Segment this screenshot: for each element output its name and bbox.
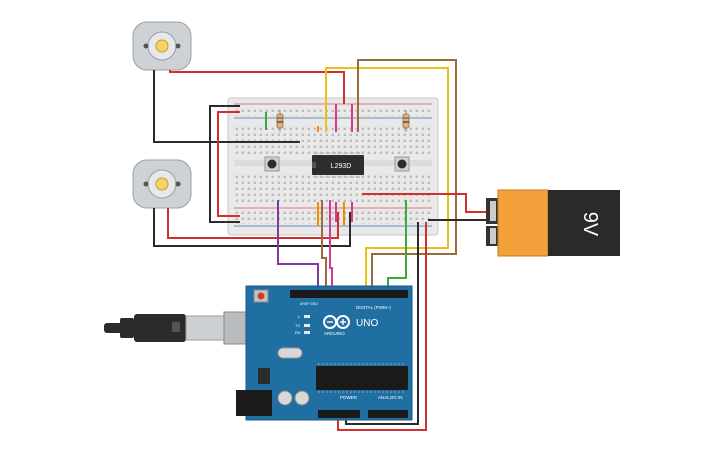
wire-purple[interactable] (277, 200, 319, 296)
usb-cable[interactable] (104, 311, 255, 345)
arduino-logo-icon (323, 315, 350, 329)
ic-label: L293D (331, 163, 352, 170)
arduino-led-l: L (298, 314, 301, 319)
arduino-analog-label: ANALOG IN (378, 395, 403, 400)
wire-red-motor-bottom[interactable] (167, 208, 339, 239)
wire-yellow[interactable] (325, 67, 449, 296)
wire-brown-bottom[interactable] (321, 200, 327, 296)
resistor-right[interactable] (402, 110, 410, 132)
wire-red-rail-left[interactable] (217, 111, 240, 217)
arduino-digital-label: DIGITAL (PWM~) (356, 305, 391, 310)
wire-black-motor-bottom[interactable] (153, 208, 351, 247)
arduino-brand-label: ARDUINO (324, 331, 345, 336)
push-button-left[interactable] (264, 156, 280, 172)
wire-black-motor-top[interactable] (153, 70, 300, 143)
arduino-power-label: POWER (340, 395, 358, 400)
wire-pink-bottom-1[interactable] (329, 200, 333, 296)
wire-brown[interactable] (357, 59, 457, 296)
wire-black-rail-left[interactable] (209, 105, 240, 223)
wire-red-motor-top[interactable] (169, 70, 345, 104)
push-button-right[interactable] (394, 156, 410, 172)
wire-red-battery[interactable] (362, 193, 488, 213)
arduino-led-tx: TX (295, 323, 300, 328)
resistor-left[interactable] (276, 110, 284, 132)
battery-9v[interactable]: 9V (486, 189, 620, 257)
dc-motor-top[interactable] (132, 21, 192, 71)
arduino-led-rx: RX (295, 330, 301, 335)
battery-label: 9V (579, 212, 601, 237)
arduino-uno[interactable]: AREF GND DIGITAL (PWM~) L TX RX UNO ARDU… (236, 285, 413, 421)
arduino-gnd-label: GND (310, 302, 318, 306)
arduino-aref-label: AREF (300, 302, 309, 306)
arduino-uno-label: UNO (356, 318, 378, 329)
motor-driver-ic[interactable]: L293D (312, 152, 364, 178)
dc-motor-bottom[interactable] (132, 159, 192, 209)
